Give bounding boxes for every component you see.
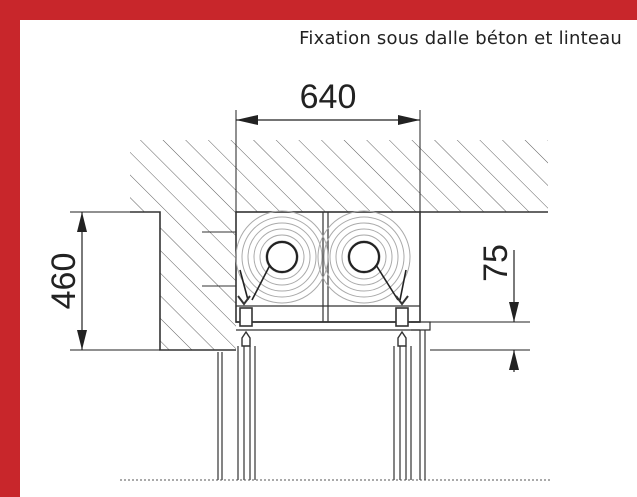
dimension-height: 460	[45, 211, 160, 351]
roller-right-icon	[317, 210, 411, 304]
guide-rail-right	[393, 295, 431, 480]
dimension-offset: 75	[430, 244, 530, 372]
dimension-width: 640	[235, 78, 421, 212]
roller-left-icon	[235, 210, 329, 304]
guide-rail-left	[217, 295, 256, 480]
diagram-caption: Fixation sous dalle béton et linteau	[299, 28, 622, 49]
red-frame-left	[0, 0, 20, 497]
dimension-width-label: 640	[300, 78, 357, 116]
roller-housing	[202, 211, 421, 331]
dimension-height-label: 460	[45, 253, 83, 310]
red-frame-top	[0, 0, 637, 20]
dimension-offset-label: 75	[477, 244, 515, 282]
